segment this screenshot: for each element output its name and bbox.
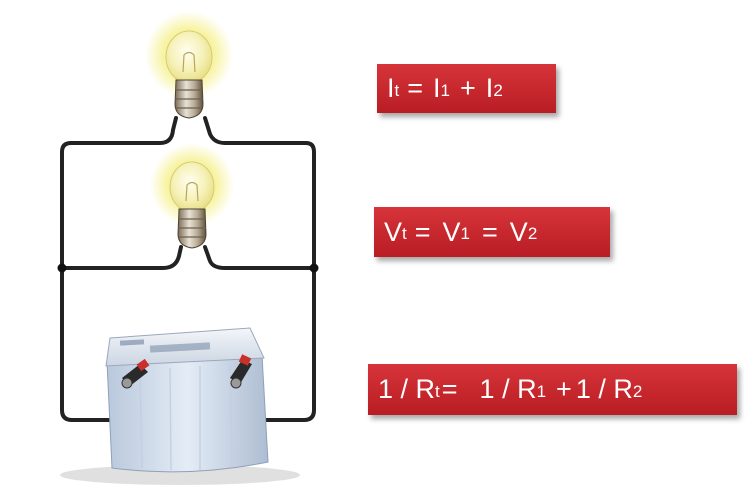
battery-body xyxy=(106,354,269,473)
circuit-wires xyxy=(60,116,316,422)
equals-sign: = xyxy=(414,216,431,247)
total-voltage-symbol: V xyxy=(384,216,403,247)
branch-one-subscript: 1 xyxy=(536,381,547,401)
branch-one-voltage: V xyxy=(442,216,461,247)
total-subscript: t xyxy=(402,224,407,243)
branch-two-resistance-term: 1 / R xyxy=(575,374,633,404)
branch-two-voltage: V xyxy=(509,216,528,247)
middle-bulb-glass xyxy=(169,161,215,213)
total-subscript: t xyxy=(435,381,440,401)
equals-sign: = xyxy=(441,374,458,404)
middle-bulb-filament xyxy=(185,181,199,202)
branch-one-subscript: 1 xyxy=(460,224,471,243)
branch-two-subscript: 2 xyxy=(493,80,503,100)
car-battery xyxy=(60,327,300,485)
total-resistance-term: 1 / R xyxy=(378,374,436,404)
left-junction-node xyxy=(57,263,67,273)
equals-sign-2: = xyxy=(482,216,498,247)
top-bulb xyxy=(145,11,233,119)
branch-two-subscript: 2 xyxy=(632,381,643,401)
branch-one-subscript: 1 xyxy=(440,80,451,100)
negative-clamp xyxy=(121,358,150,389)
equals-sign: = xyxy=(407,73,424,103)
middle-branch-wire xyxy=(60,245,316,270)
branch-one-resistance-term: 1 / R xyxy=(479,374,537,404)
plus-sign: + xyxy=(460,73,476,103)
top-branch-wire xyxy=(60,116,316,270)
branch-two-current: I xyxy=(485,73,494,103)
positive-clamp xyxy=(230,354,252,389)
total-subscript: t xyxy=(394,80,400,100)
total-current-symbol: I xyxy=(387,73,395,103)
top-bulb-filament xyxy=(182,51,196,73)
branch-one-current: I xyxy=(433,73,441,103)
right-junction-node xyxy=(309,263,319,273)
plus-sign: + xyxy=(556,374,572,404)
branch-two-subscript: 2 xyxy=(527,224,538,243)
middle-bulb xyxy=(150,143,234,249)
top-bulb-glass xyxy=(165,30,213,84)
